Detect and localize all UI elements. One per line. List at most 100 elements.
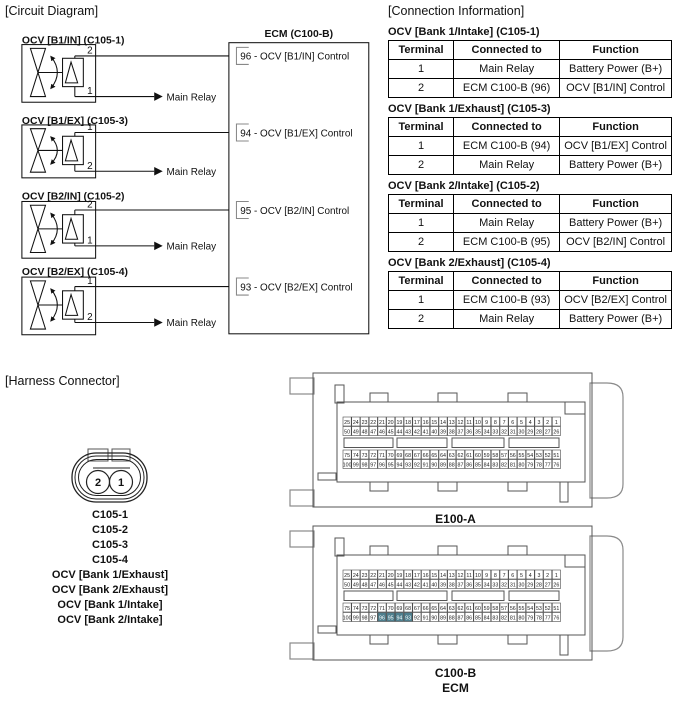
connection-information-column: [Connection Information] OCV [Bank 1/Int… bbox=[387, 4, 672, 329]
table-cell: 2 bbox=[387, 232, 455, 252]
pin-cell-11 bbox=[464, 416, 474, 427]
pin-number: 51 bbox=[553, 453, 559, 459]
valve-symbol bbox=[29, 204, 47, 231]
pin-cell-63 bbox=[447, 602, 457, 613]
pin-cell-15 bbox=[429, 569, 439, 580]
pin-cell-7 bbox=[499, 569, 509, 580]
pin-number: 86 bbox=[466, 615, 472, 621]
pin-number: 47 bbox=[370, 429, 376, 435]
pin-cell-24 bbox=[351, 416, 361, 427]
valve-symbol bbox=[29, 148, 47, 173]
pin-cell-6 bbox=[508, 416, 518, 427]
pin-number: 65 bbox=[431, 453, 437, 459]
ecm-pin-label: 94 - OCV [B1/EX] Control bbox=[240, 128, 352, 139]
pin-number: 5 bbox=[520, 420, 523, 426]
pin-number: 70 bbox=[388, 606, 394, 612]
pin-number: 93 bbox=[405, 615, 411, 621]
pin-number: 86 bbox=[466, 462, 472, 468]
mount-tab bbox=[289, 530, 315, 548]
pin-cell-100 bbox=[342, 612, 352, 622]
pin-cell-75 bbox=[342, 449, 352, 460]
pin-number: 20 bbox=[388, 573, 394, 579]
table-cell: ECM C100-B (95) bbox=[453, 232, 561, 252]
pin-number: 71 bbox=[379, 606, 385, 612]
pin-cell-77 bbox=[543, 459, 553, 469]
pin-number: 53 bbox=[536, 606, 542, 612]
pin-cell-46 bbox=[377, 579, 387, 589]
pin-number: 59 bbox=[484, 453, 490, 459]
pin-cell-35 bbox=[473, 426, 483, 436]
pin-number: 11 bbox=[466, 420, 472, 426]
pin-cell-94 bbox=[395, 459, 404, 469]
pin-cell-45 bbox=[386, 426, 396, 436]
pin-number: 20 bbox=[388, 420, 394, 426]
pin-number: 14 bbox=[440, 573, 446, 579]
latch-tab bbox=[437, 392, 458, 403]
pin-number: 57 bbox=[501, 606, 507, 612]
pin-number: 68 bbox=[405, 606, 411, 612]
column-header: Connected to bbox=[453, 40, 561, 60]
ocv-box bbox=[21, 200, 97, 259]
pin-number: 74 bbox=[353, 606, 359, 612]
pin-cell-24 bbox=[351, 569, 361, 580]
pin-number: 32 bbox=[501, 582, 507, 588]
pin-cell-44 bbox=[395, 579, 404, 589]
pin-number: 3 bbox=[537, 573, 540, 579]
mount-tab bbox=[289, 642, 315, 660]
pin-cell-30 bbox=[517, 579, 526, 589]
circuit-diagram-section-label: [Circuit Diagram] bbox=[5, 4, 99, 18]
pin-number: 81 bbox=[510, 615, 516, 621]
pin-number: 7 bbox=[503, 573, 506, 579]
pin-number: 97 bbox=[370, 615, 376, 621]
latch-tab bbox=[507, 481, 528, 492]
pin-cell-98 bbox=[360, 459, 369, 469]
pin-cell-89 bbox=[438, 459, 448, 469]
latch-tab bbox=[369, 481, 389, 492]
key-slot bbox=[559, 481, 569, 503]
pin-number: 36 bbox=[466, 582, 472, 588]
blank-slot bbox=[451, 590, 505, 601]
pin-number: 59 bbox=[484, 606, 490, 612]
pin-cell-55 bbox=[517, 602, 526, 613]
table-cell: ECM C100-B (94) bbox=[453, 136, 561, 156]
pin-cell-4 bbox=[525, 416, 535, 427]
pin-number: 84 bbox=[484, 615, 490, 621]
table-cell: Main Relay bbox=[453, 309, 561, 329]
pin-number: 44 bbox=[396, 582, 402, 588]
terminal-number: 1 bbox=[87, 276, 93, 287]
pin-number: 48 bbox=[362, 582, 368, 588]
pin-number: 60 bbox=[475, 453, 481, 459]
pin-number: 93 bbox=[405, 462, 411, 468]
pin-number: 66 bbox=[423, 453, 429, 459]
pin-cell-95 bbox=[386, 612, 396, 622]
pin-bracket-icon bbox=[235, 200, 249, 220]
pin-number: 1 bbox=[555, 573, 558, 579]
blank-slot bbox=[343, 590, 394, 601]
pin-cell-59 bbox=[482, 602, 492, 613]
pin-number: 95 bbox=[388, 615, 394, 621]
valve-symbol bbox=[29, 70, 47, 98]
table-cell: 1 bbox=[387, 213, 455, 233]
pin-number: 25 bbox=[344, 573, 350, 579]
terminal-number: 2 bbox=[95, 477, 101, 489]
pin-cell-51 bbox=[551, 449, 561, 460]
pin-number: 50 bbox=[344, 582, 350, 588]
pin-cell-94 bbox=[395, 612, 404, 622]
pin-number: 21 bbox=[379, 420, 385, 426]
table-cell: ECM C100-B (93) bbox=[453, 290, 561, 310]
column-header: Function bbox=[559, 117, 672, 137]
pin-number: 40 bbox=[431, 582, 437, 588]
pin-number: 51 bbox=[553, 606, 559, 612]
pin-cell-97 bbox=[368, 612, 378, 622]
ocv-unit-title: OCV [B2/IN] (C105-2) bbox=[22, 192, 125, 203]
ecm-title: ECM (C100-B) bbox=[265, 29, 334, 40]
pin-cell-70 bbox=[386, 449, 396, 460]
pin-number: 96 bbox=[379, 615, 385, 621]
pin-number: 88 bbox=[449, 462, 455, 468]
column-header: Function bbox=[559, 271, 672, 291]
pin-number: 78 bbox=[536, 462, 542, 468]
